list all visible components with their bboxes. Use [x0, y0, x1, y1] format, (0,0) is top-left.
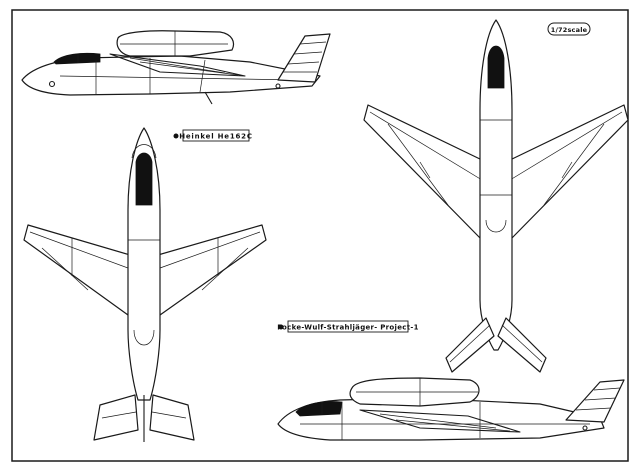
heinkel-label: Heinkel He162C	[179, 133, 253, 141]
scale-label: 1/72scale	[551, 26, 588, 34]
focke-wulf-plan-view	[363, 19, 629, 373]
heinkel-side-view	[21, 30, 331, 105]
heinkel-plan-view	[23, 127, 267, 442]
focke-wulf-side-view	[277, 377, 625, 441]
scale-badge: 1/72scale	[547, 22, 591, 36]
focke-wulf-label: Focke-Wulf-Strahljäger- Project-1	[277, 324, 419, 332]
heinkel-caption: Heinkel He162C	[173, 129, 253, 142]
focke-wulf-caption: Focke-Wulf-Strahljäger- Project-1	[277, 320, 419, 333]
